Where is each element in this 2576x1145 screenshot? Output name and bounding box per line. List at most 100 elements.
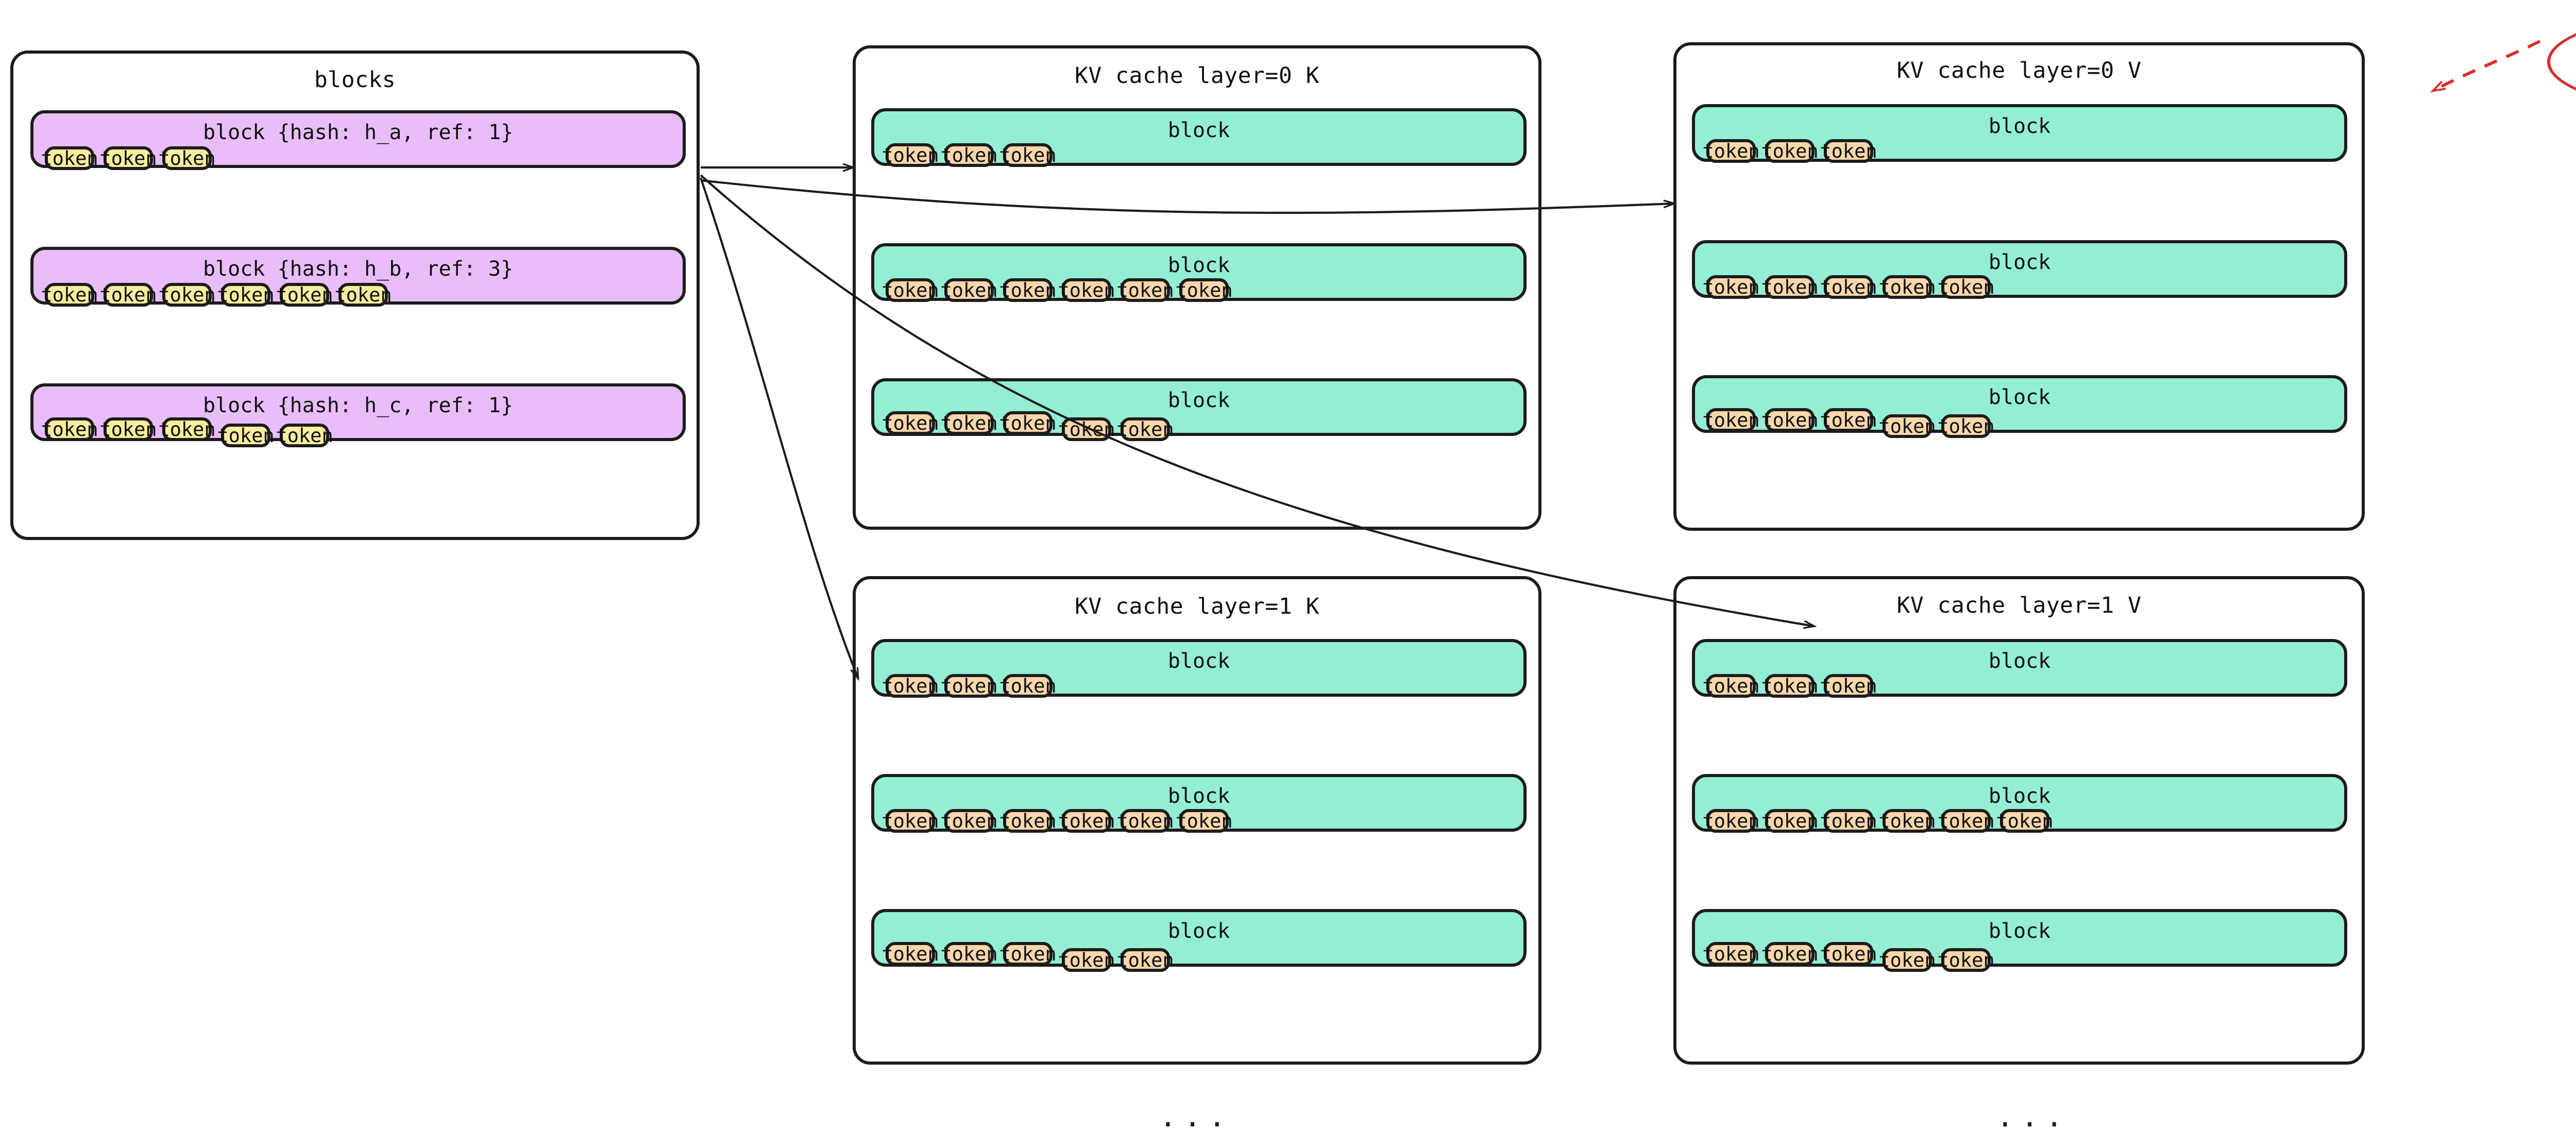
token-chip[interactable]: token (999, 674, 1057, 698)
annotation-arrow (2434, 40, 2541, 90)
token-chip[interactable]: token (1761, 408, 1819, 432)
cache-block[interactable]: block token token token token token (1692, 240, 2347, 299)
token-chip[interactable]: token (41, 283, 98, 307)
token-chip[interactable]: token (1058, 809, 1115, 833)
token-chip[interactable]: token (1702, 809, 1760, 833)
token-chip[interactable]: token (1702, 674, 1760, 698)
token-chip[interactable]: token (1878, 948, 1936, 972)
block-label: block (1988, 649, 2051, 673)
token-chip[interactable]: token (882, 278, 939, 302)
token-chip[interactable]: token (940, 674, 998, 698)
block-label: block {hash: h_c, ref: 1} (202, 394, 514, 417)
token-chip[interactable]: token (1058, 417, 1115, 441)
token-chip[interactable]: token (1996, 809, 2054, 833)
token-chip[interactable]: token (217, 424, 275, 447)
token-chip[interactable]: token (1175, 809, 1233, 833)
token-chip[interactable]: token (999, 411, 1057, 435)
token-chip[interactable]: token (1761, 809, 1819, 833)
block-h-a[interactable]: block {hash: h_a, ref: 1} token token to… (30, 110, 686, 170)
cache-block[interactable]: block token token token token token (871, 909, 1527, 972)
token-chip[interactable]: token (158, 417, 216, 441)
token-chip[interactable]: token (940, 278, 998, 302)
token-chip[interactable]: token (882, 674, 939, 698)
panel-kv-layer0-v: KV cache layer=0 V block token token tok… (1673, 42, 2365, 531)
token-chip[interactable]: token (940, 942, 998, 966)
token-chip[interactable]: token (940, 411, 998, 435)
cache-block[interactable]: block token token token (1692, 104, 2347, 163)
token-chip[interactable]: token (1702, 942, 1760, 966)
block-label: block (1167, 784, 1230, 808)
annotation-use-triton-kernel[interactable]: Use Triton kernel (2547, 14, 2576, 109)
token-chip[interactable]: token (158, 283, 216, 307)
token-chip[interactable]: token (1702, 408, 1760, 432)
token-chip[interactable]: token (1820, 942, 1877, 966)
token-chip[interactable]: token (882, 809, 939, 833)
cache-block[interactable]: block token token token (871, 108, 1527, 167)
token-chip[interactable]: token (999, 942, 1057, 966)
token-chip[interactable]: token (334, 283, 392, 307)
cache-block[interactable]: block token token token token token toke… (871, 774, 1527, 833)
block-label: block (1167, 389, 1230, 412)
cache-block[interactable]: block token token token token token toke… (871, 243, 1527, 302)
token-chip[interactable]: token (99, 146, 157, 170)
block-label: block (1167, 649, 1230, 673)
token-chip[interactable]: token (1878, 809, 1936, 833)
token-chip[interactable]: token (1116, 809, 1174, 833)
token-chip[interactable]: token (1820, 275, 1877, 299)
token-chip[interactable]: token (940, 143, 998, 167)
panel-title: KV cache layer=1 K (1075, 594, 1319, 619)
token-chip[interactable]: token (1937, 275, 1995, 299)
token-chip[interactable]: token (1761, 674, 1819, 698)
token-chip[interactable]: token (217, 283, 275, 307)
ellipsis-right: ... (1996, 1100, 2071, 1134)
token-chip[interactable]: token (999, 278, 1057, 302)
token-chip[interactable]: token (1820, 408, 1877, 432)
token-chip[interactable]: token (41, 417, 98, 441)
token-chip[interactable]: token (1116, 278, 1174, 302)
token-chip[interactable]: token (1937, 809, 1995, 833)
block-label: block (1988, 385, 2051, 409)
block-label: block (1167, 254, 1230, 277)
token-chip[interactable]: token (1702, 275, 1760, 299)
token-chip[interactable]: token (1937, 414, 1995, 438)
token-chip[interactable]: token (99, 283, 157, 307)
token-chip[interactable]: token (1820, 674, 1877, 698)
token-chip[interactable]: token (940, 809, 998, 833)
token-chip[interactable]: token (276, 283, 333, 307)
token-chip[interactable]: token (158, 146, 216, 170)
cache-block[interactable]: block token token token token token (871, 378, 1527, 441)
panel-kv-layer1-k: KV cache layer=1 K block token token tok… (853, 576, 1541, 1065)
block-h-b[interactable]: block {hash: h_b, ref: 3} token token to… (30, 247, 686, 307)
token-chip[interactable]: token (99, 417, 157, 441)
token-chip[interactable]: token (1116, 948, 1174, 972)
cache-block[interactable]: block token token token token token (1692, 375, 2347, 438)
token-chip[interactable]: token (882, 143, 939, 167)
token-chip[interactable]: token (1878, 414, 1936, 438)
token-chip[interactable]: token (1761, 942, 1819, 966)
token-chip[interactable]: token (1116, 417, 1174, 441)
panel-title: KV cache layer=0 K (1075, 63, 1319, 89)
token-chip[interactable]: token (1761, 139, 1819, 163)
block-label: block {hash: h_b, ref: 3} (202, 257, 514, 281)
token-chip[interactable]: token (1878, 275, 1936, 299)
token-chip[interactable]: token (1937, 948, 1995, 972)
token-chip[interactable]: token (1058, 278, 1115, 302)
token-chip[interactable]: token (1702, 139, 1760, 163)
token-chip[interactable]: token (882, 411, 939, 435)
cache-block[interactable]: block token token token (1692, 639, 2347, 698)
token-chip[interactable]: token (1761, 275, 1819, 299)
token-chip[interactable]: token (276, 424, 333, 447)
block-h-c[interactable]: block {hash: h_c, ref: 1} token token to… (30, 383, 686, 447)
token-chip[interactable]: token (1820, 139, 1877, 163)
token-chip[interactable]: token (882, 942, 939, 966)
cache-block[interactable]: block token token token (871, 639, 1527, 698)
token-chip[interactable]: token (1175, 278, 1233, 302)
token-chip[interactable]: token (41, 146, 98, 170)
token-chip[interactable]: token (999, 809, 1057, 833)
token-chip[interactable]: token (999, 143, 1057, 167)
block-label: block (1988, 250, 2051, 274)
token-chip[interactable]: token (1058, 948, 1115, 972)
cache-block[interactable]: block token token token token token toke… (1692, 774, 2347, 833)
cache-block[interactable]: block token token token token token (1692, 909, 2347, 972)
token-chip[interactable]: token (1820, 809, 1877, 833)
